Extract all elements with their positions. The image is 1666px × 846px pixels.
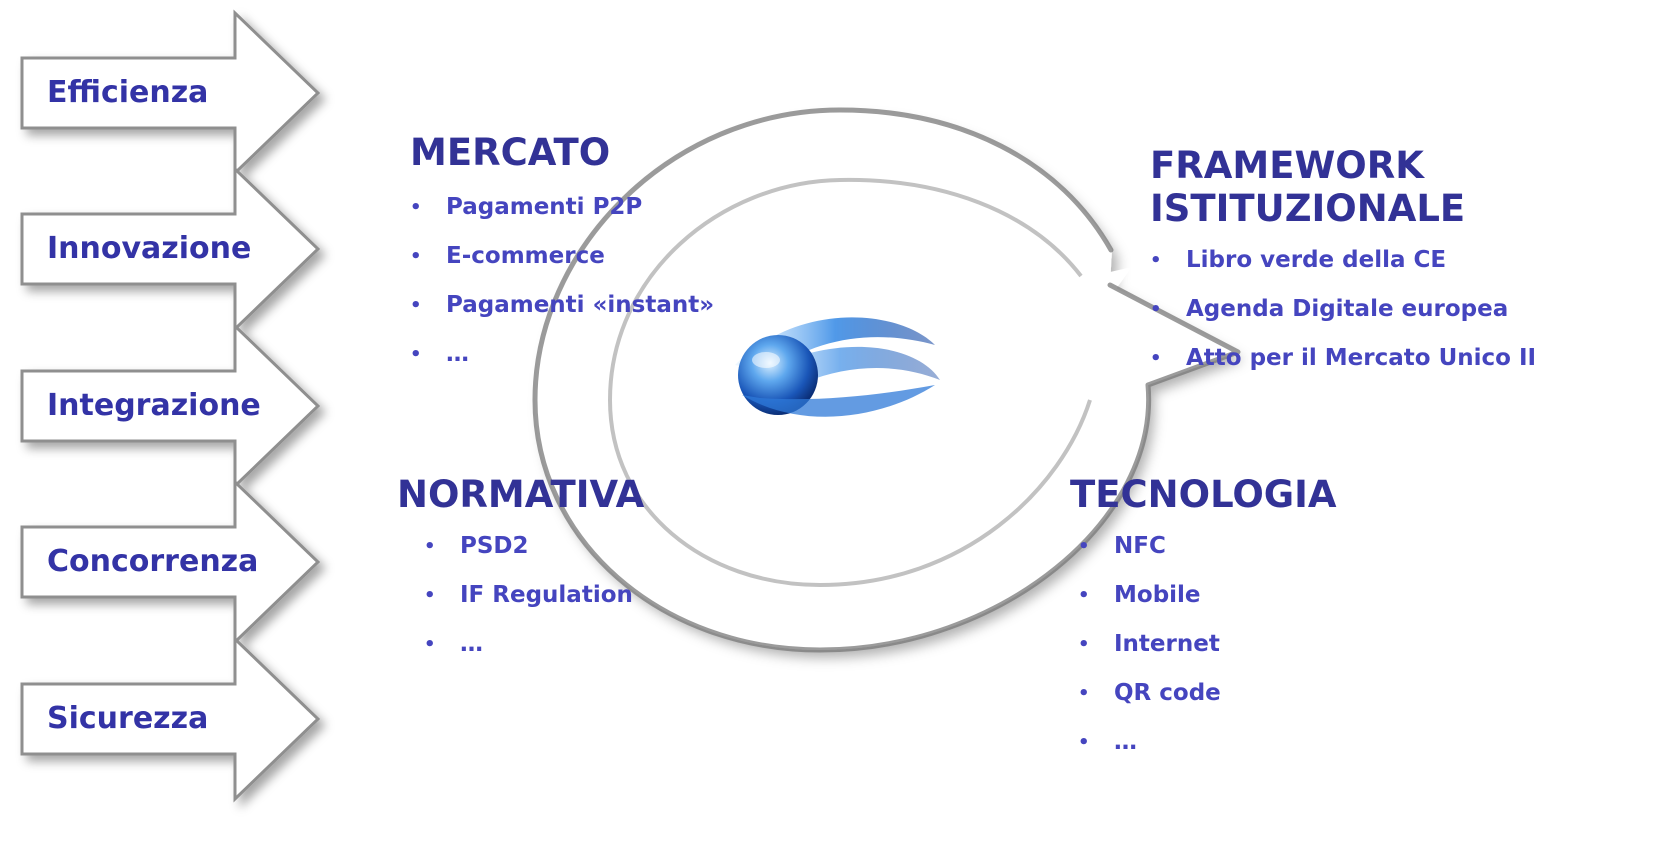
chevron-arrow-efficienza [20, 9, 321, 177]
section-title-mercato: MERCATO [410, 131, 611, 174]
list-item-label: Agenda Digitale europea [1186, 296, 1509, 322]
list-item-label: … [1114, 729, 1137, 755]
bullet-icon: • [1078, 683, 1090, 704]
list-item-label: Pagamenti P2P [446, 194, 643, 220]
section-title-framework: FRAMEWORK ISTITUZIONALE [1150, 144, 1465, 230]
globe-icon [735, 317, 940, 417]
bullet-icon: • [424, 585, 436, 606]
list-item-label: … [460, 631, 483, 657]
chevron-arrow-group [20, 9, 321, 803]
bullet-icon: • [1150, 250, 1162, 271]
bullet-icon: • [410, 344, 422, 365]
bullet-icon: • [1150, 348, 1162, 369]
section-title-tecnologia: TECNOLOGIA [1070, 473, 1337, 516]
list-item-label: PSD2 [460, 533, 529, 559]
arrow-label-integrazione: Integrazione [47, 388, 261, 423]
list-item-label: Pagamenti «instant» [446, 292, 715, 318]
bullet-icon: • [1078, 732, 1090, 753]
circular-arrow-icon [532, 107, 1241, 653]
chevron-arrow-concorrenza [20, 478, 321, 646]
arrow-label-concorrenza: Concorrenza [47, 544, 259, 579]
list-item-label: QR code [1114, 680, 1221, 706]
section-title-framework-line1: FRAMEWORK [1150, 144, 1424, 187]
bullet-icon: • [410, 246, 422, 267]
bullet-icon: • [1150, 299, 1162, 320]
circular-arrow-icon [607, 177, 1092, 588]
bullet-icon: • [424, 536, 436, 557]
list-item-label: Libro verde della CE [1186, 247, 1447, 273]
list-item-label: … [446, 341, 469, 367]
bullet-icon: • [410, 197, 422, 218]
list-item-label: IF Regulation [460, 582, 633, 608]
circular-arrow-icon [1075, 267, 1132, 332]
list-item-label: Atto per il Mercato Unico II [1186, 345, 1537, 371]
section-title-normativa: NORMATIVA [397, 473, 645, 516]
arrow-label-efficienza: Efficienza [47, 75, 209, 110]
bullet-icon: • [1078, 536, 1090, 557]
bullet-icon: • [410, 295, 422, 316]
circular-arrow-icon [610, 179, 1103, 585]
bullet-icon: • [1078, 585, 1090, 606]
list-item-label: Mobile [1114, 582, 1201, 608]
chevron-arrow-sicurezza [20, 635, 321, 803]
bullet-icon: • [1078, 634, 1090, 655]
list-item-label: NFC [1114, 533, 1166, 559]
list-item-label: Internet [1114, 631, 1220, 657]
section-title-framework-line2: ISTITUZIONALE [1150, 187, 1466, 230]
list-item-label: E-commerce [446, 243, 605, 269]
arrow-label-innovazione: Innovazione [47, 231, 252, 266]
chevron-arrow-innovazione [20, 165, 321, 333]
bullet-icon: • [424, 634, 436, 655]
chevron-arrow-integrazione [20, 322, 321, 490]
arrow-label-sicurezza: Sicurezza [47, 701, 209, 736]
